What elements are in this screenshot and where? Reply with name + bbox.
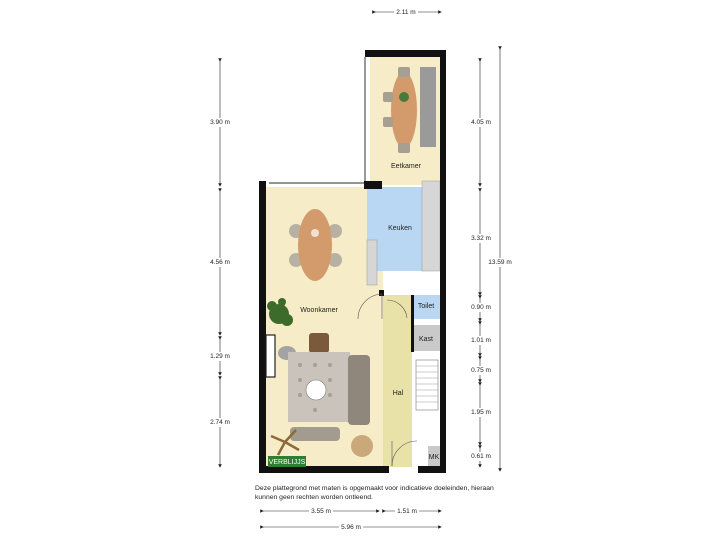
label-keuken: Keuken: [388, 225, 412, 232]
mk-closet: [428, 446, 440, 466]
dim-right-1: 4.05 m: [471, 119, 491, 126]
toilet-floor: [412, 295, 440, 319]
dim-right-7: 0.61 m: [471, 453, 491, 460]
stair: [415, 359, 439, 411]
sofa: [348, 355, 370, 425]
door-toilet: [386, 299, 408, 319]
label-eetkamer: Eetkamer: [391, 163, 422, 170]
fireplace: [265, 334, 276, 378]
kitchen-island: [366, 239, 378, 286]
dim-right-3: 0.90 m: [471, 304, 491, 311]
rug-pattern: [298, 363, 332, 412]
palm: [270, 429, 300, 456]
dim-top-width: 2.11 m: [396, 9, 415, 16]
eetkamer-table: [391, 72, 417, 148]
label-woonkamer: Woonkamer: [300, 307, 338, 314]
woonkamer-table: [298, 209, 332, 281]
dim-left-2: 4.56 m: [210, 259, 230, 266]
dim-left-4: 2.74 m: [210, 419, 230, 426]
dim-left-3: 1.29 m: [210, 353, 230, 360]
floor-label-box: [268, 456, 306, 467]
dim-total-height: 13.59 m: [488, 259, 512, 266]
kitchen-counter: [421, 180, 441, 272]
eetkamer-chairs: [383, 67, 410, 153]
dim-right-6: 1.95 m: [471, 409, 491, 416]
dimension-label-backgrounds: [207, 7, 514, 532]
dim-bottom-total: 5.96 m: [341, 524, 361, 531]
label-toilet: Toilet: [418, 303, 434, 310]
eetkamer-bench: [420, 67, 436, 147]
dim-left-1: 3.90 m: [210, 119, 230, 126]
walls: [259, 50, 446, 473]
sofa-bottom: [290, 427, 340, 441]
dim-right-4: 1.01 m: [471, 337, 491, 344]
dim-bottom-1: 3.55 m: [311, 508, 331, 515]
disclaimer: Deze plattegrond met maten is opgemaakt …: [255, 485, 494, 501]
coffee-table: [305, 379, 327, 401]
dim-right-5: 0.75 m: [471, 367, 491, 374]
floor-label: VERBLIJJS: [269, 459, 306, 466]
label-kast: Kast: [419, 336, 433, 343]
stair-steps: [416, 365, 438, 403]
label-hal: Hal: [393, 390, 404, 397]
woonkamer-chairs: [289, 224, 342, 267]
dim-bottom-2: 1.51 m: [397, 508, 417, 515]
hal-floor: [383, 295, 412, 467]
pouf: [351, 435, 373, 457]
kast-floor: [412, 325, 440, 351]
door-front: [391, 440, 418, 467]
label-mk: MK: [429, 454, 440, 461]
dim-right-2: 3.32 m: [471, 235, 491, 242]
door-woonkamer: [357, 293, 383, 320]
plant: [267, 298, 293, 326]
armchair: [309, 333, 329, 353]
